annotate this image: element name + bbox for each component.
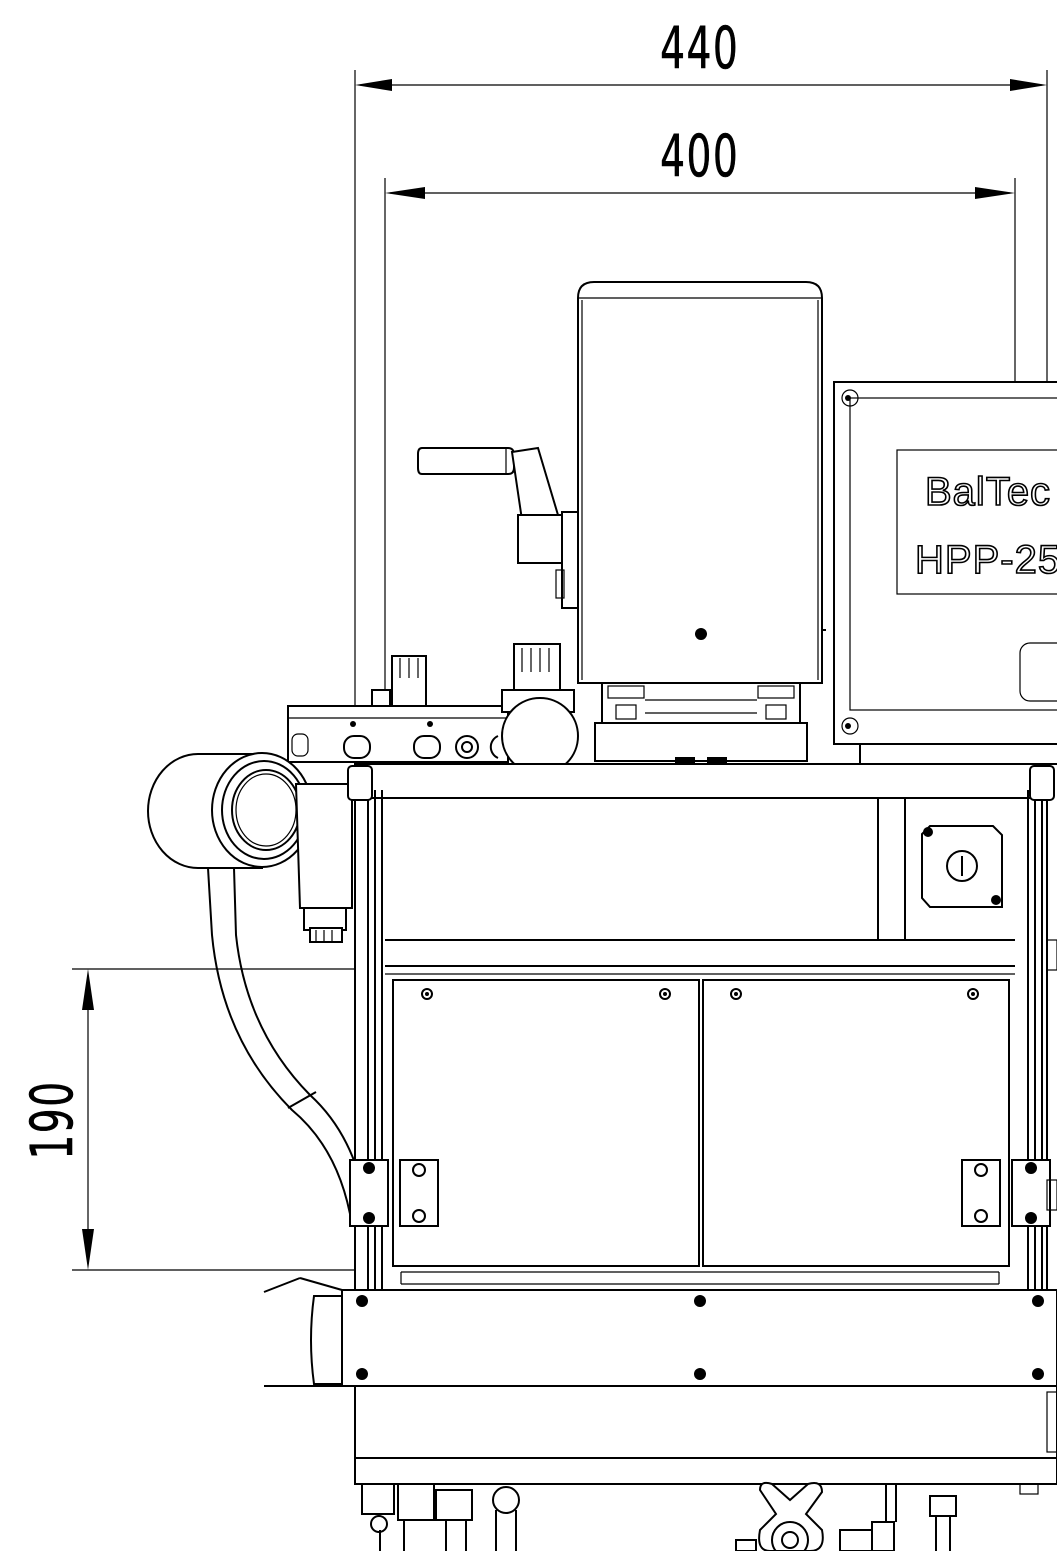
motor-housing [577,281,826,684]
dimension-overall-width: 440 [354,15,1048,1290]
manifold-rail [287,705,509,763]
hand-lever [417,446,579,609]
pump-block [594,682,808,763]
base-plate [263,1277,1057,1495]
dimension-arrowhead [355,79,392,91]
dimension-arrowhead [82,1229,94,1270]
dimension-arrowhead [82,969,94,1010]
nameplate-model: HPP-25 [915,538,1057,582]
pressure-knob [371,655,427,707]
bottom-fittings [361,1481,957,1551]
dimension-arrowhead [385,187,425,199]
dimension-vertical-height: 190 [19,968,380,1271]
right-edge-details [1046,939,1057,1453]
pressure-gauge [147,752,313,869]
valve-knob [501,643,579,775]
control-box: BalTec HPP-25 [833,381,1057,765]
dimension-vertical-height-label: 190 [19,1080,87,1159]
dimension-arrowhead [975,187,1015,199]
filter-bowl [294,783,353,943]
dimension-inner-width-label: 400 [660,123,739,191]
dimension-overall-width-label: 440 [660,15,739,83]
nameplate: BalTec HPP-25 [914,469,1057,583]
power-switch [921,825,1003,908]
dimension-arrowhead [1010,79,1047,91]
tank-doors [349,973,1051,1285]
nameplate-brand: BalTec [925,470,1051,514]
